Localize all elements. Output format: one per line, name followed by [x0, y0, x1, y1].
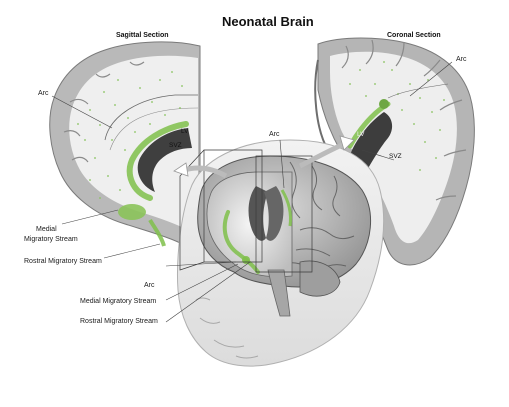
bottom-medial-stream-label: Medial Migratory Stream	[80, 298, 157, 305]
diagram-title: Neonatal Brain	[222, 14, 314, 29]
sagittal-section-heading: Sagittal Section	[116, 32, 169, 39]
sagittal-white-matter	[69, 55, 198, 231]
whole-brain	[197, 155, 372, 317]
sagittal-lateral-ventricle	[137, 128, 192, 192]
coronal-arc-label: Arc	[456, 56, 467, 63]
sagittal-svz-label: SVZ	[169, 142, 182, 149]
centre-arc-label: Arc	[269, 131, 280, 138]
sagittal-arc-label: Arc	[38, 90, 49, 97]
coronal-section-heading: Coronal Section	[387, 32, 441, 39]
coronal-lv-label: LV	[357, 131, 365, 138]
sagittal-rostral-label: Rostral Migratory Stream	[24, 258, 102, 265]
sagittal-medial-label-line2: Migratory Stream	[24, 236, 78, 243]
sagittal-medial-label-line1: Medial	[36, 226, 57, 233]
coronal-svz-label: SVZ	[389, 153, 402, 160]
bottom-rostral-stream-label: Rostral Migratory Stream	[80, 318, 158, 325]
bottom-arc-label: Arc	[144, 282, 155, 289]
section-planes	[179, 149, 313, 273]
coronal-white-matter	[330, 51, 457, 244]
sagittal-section	[49, 41, 201, 259]
sagittal-lv-label: LV	[181, 128, 189, 135]
arrow-to-coronal	[298, 135, 355, 169]
arrow-to-sagittal	[173, 162, 228, 179]
centre-leader-lines	[165, 139, 285, 323]
